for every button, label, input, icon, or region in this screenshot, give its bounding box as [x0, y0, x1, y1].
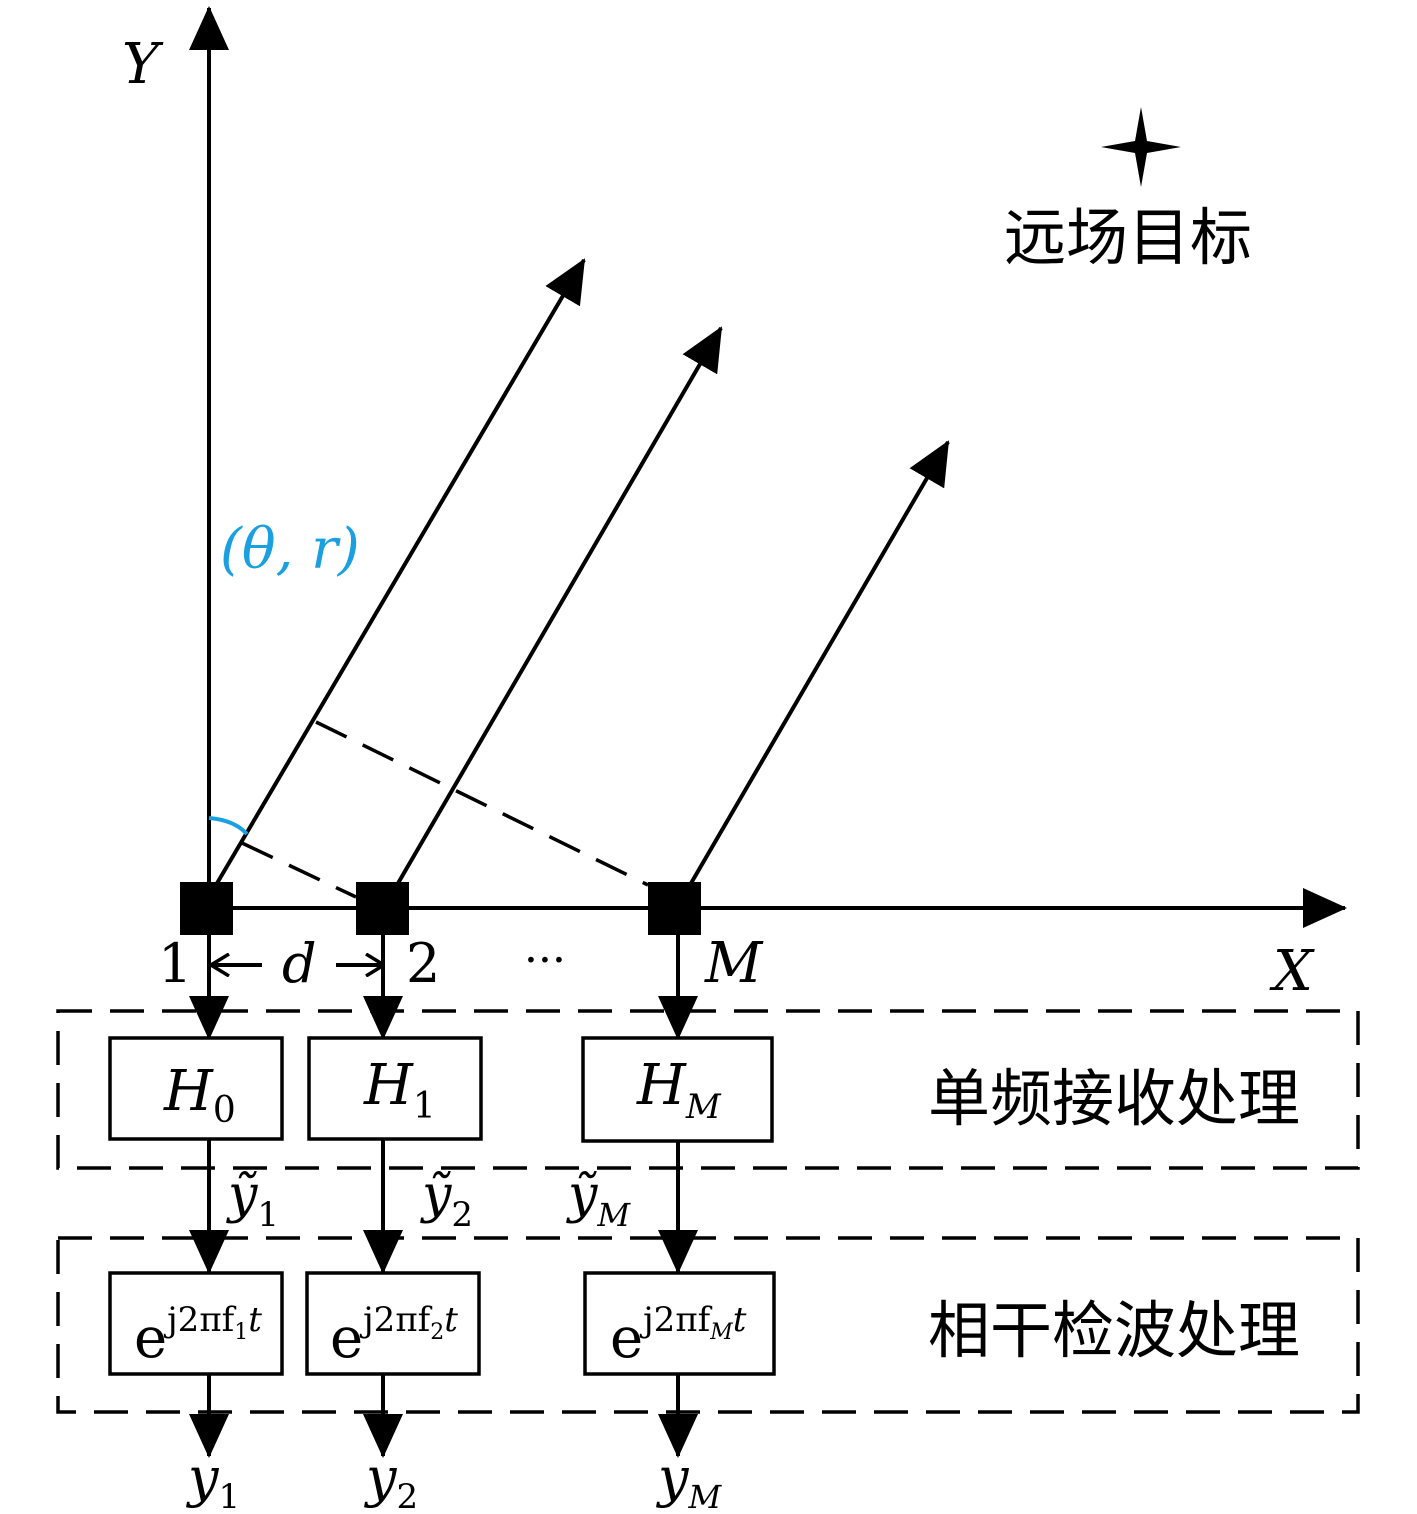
stage1-group: [56, 1009, 1360, 1170]
filter-box-hm: [581, 1036, 774, 1143]
y-axis-label: Y: [122, 32, 164, 97]
target-label: 远场目标: [1004, 201, 1252, 274]
array-element-m: [648, 882, 701, 935]
mixer-1: ej2πf1t: [134, 1300, 262, 1371]
ray-2: [395, 326, 723, 887]
mixer-box-m: [583, 1271, 776, 1376]
stage1-label: 单频接收处理: [928, 1062, 1300, 1135]
ray-1: [214, 258, 586, 887]
angle-label: (θ, r): [220, 517, 360, 582]
filter-box-h1: [307, 1036, 483, 1141]
intermediate-ym: ỹM: [566, 1165, 631, 1234]
filter-hm: HM: [636, 1053, 722, 1127]
mixer-2: ej2πf2t: [330, 1300, 458, 1371]
output-ym: yM: [656, 1446, 723, 1514]
mixer-box-1: [108, 1271, 284, 1376]
intermediate-y2: ỹ2: [420, 1165, 473, 1235]
wavefront-1: [241, 841, 357, 899]
stage2-label: 相干检波处理: [928, 1294, 1300, 1367]
filter-h1: H1: [363, 1053, 436, 1127]
target-star-icon: [1101, 107, 1181, 187]
array-element-1: [180, 882, 233, 935]
element-2-label: 2: [406, 932, 440, 995]
element-1-label: 1: [158, 932, 192, 995]
element-m-label: M: [704, 931, 764, 996]
mixer-box-2: [305, 1271, 481, 1376]
mixer-m: ej2πfMt: [610, 1300, 747, 1371]
x-axis-label: X: [1269, 939, 1315, 1004]
spacing-label: d: [282, 932, 317, 995]
array-element-2: [356, 882, 409, 935]
filter-h0: H0: [163, 1059, 236, 1131]
element-ellipsis: ···: [524, 935, 566, 986]
ray-m: [688, 440, 950, 887]
output-y2: y2: [364, 1446, 418, 1514]
output-y1: y1: [186, 1446, 240, 1514]
wavefront-2: [315, 720, 649, 887]
intermediate-y1: ỹ1: [226, 1165, 279, 1235]
angle-arc: [208, 816, 249, 836]
stage2-group: [56, 1236, 1360, 1414]
filter-box-h0: [108, 1036, 284, 1141]
